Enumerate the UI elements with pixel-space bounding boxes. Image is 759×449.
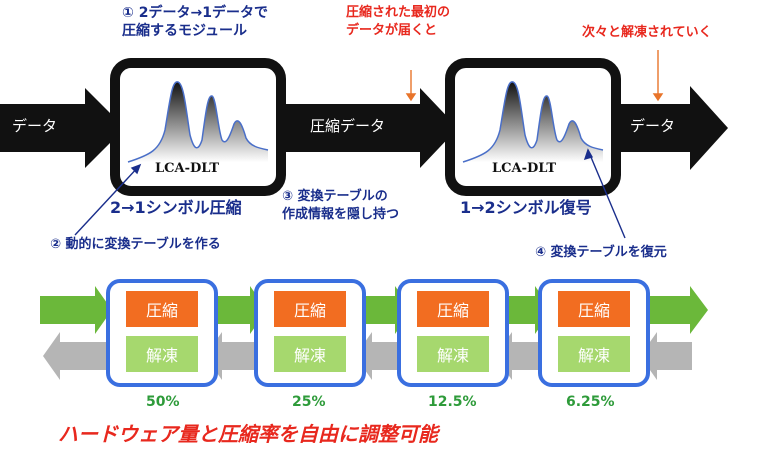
output-data-arrow — [600, 86, 728, 170]
stage-3-decompress: 解凍 — [417, 336, 489, 372]
note-3: ③ 変換テーブルの 作成情報を隠し持つ — [282, 188, 442, 224]
encoder-module-label: LCA-DLT — [155, 161, 219, 176]
spectrum-peaks-right — [462, 81, 604, 163]
bottom-caption: ハードウェア量と圧縮率を自由に調整可能 — [58, 422, 438, 446]
stage-3-compress: 圧縮 — [417, 291, 489, 327]
decoder-caption: 1→2シンボル復号 — [460, 198, 592, 217]
stage-2-compress: 圧縮 — [274, 291, 346, 327]
red-pointers — [405, 50, 664, 102]
annotation-pointers — [74, 148, 626, 239]
compressed-data-arrow — [270, 88, 458, 168]
stage-1-percent: 50% — [146, 394, 180, 410]
note-1-line-2: 圧縮するモジュール — [122, 23, 248, 39]
decoder-module-label: LCA-DLT — [492, 161, 556, 176]
input-data-arrow — [0, 88, 125, 168]
stage-2-percent: 25% — [292, 394, 326, 410]
red-note-left-line-2: データが届くと — [346, 23, 438, 38]
stage-1-compress: 圧縮 — [126, 291, 198, 327]
stage-4-decompress: 解凍 — [558, 336, 630, 372]
note-1: ① 2データ→1データで 圧縮するモジュール — [122, 4, 362, 40]
red-note-right: 次々と解凍されていく — [582, 25, 712, 40]
note-3-line-1: ③ 変換テーブルの — [282, 189, 388, 204]
spectrum-peaks-left — [127, 81, 269, 163]
red-note-left: 圧縮された最初の データが届くと — [346, 4, 476, 40]
output-data-label: データ — [630, 117, 676, 135]
stage-1-decompress: 解凍 — [126, 336, 198, 372]
stage-2-decompress: 解凍 — [274, 336, 346, 372]
input-data-label: データ — [12, 117, 58, 135]
note-1-line-1: ① 2データ→1データで — [122, 5, 268, 21]
note-3-line-2: 作成情報を隠し持つ — [282, 207, 400, 222]
stage-3-percent: 12.5% — [428, 394, 477, 410]
stage-4-percent: 6.25% — [566, 394, 615, 410]
red-note-left-line-1: 圧縮された最初の — [346, 5, 451, 20]
stage-4-compress: 圧縮 — [558, 291, 630, 327]
note-4: ④ 変換テーブルを復元 — [535, 245, 667, 260]
encoder-caption: 2→1シンボル圧縮 — [110, 198, 242, 217]
note-2: ② 動的に変換テーブルを作る — [50, 237, 221, 252]
compressed-data-label: 圧縮データ — [310, 117, 386, 135]
